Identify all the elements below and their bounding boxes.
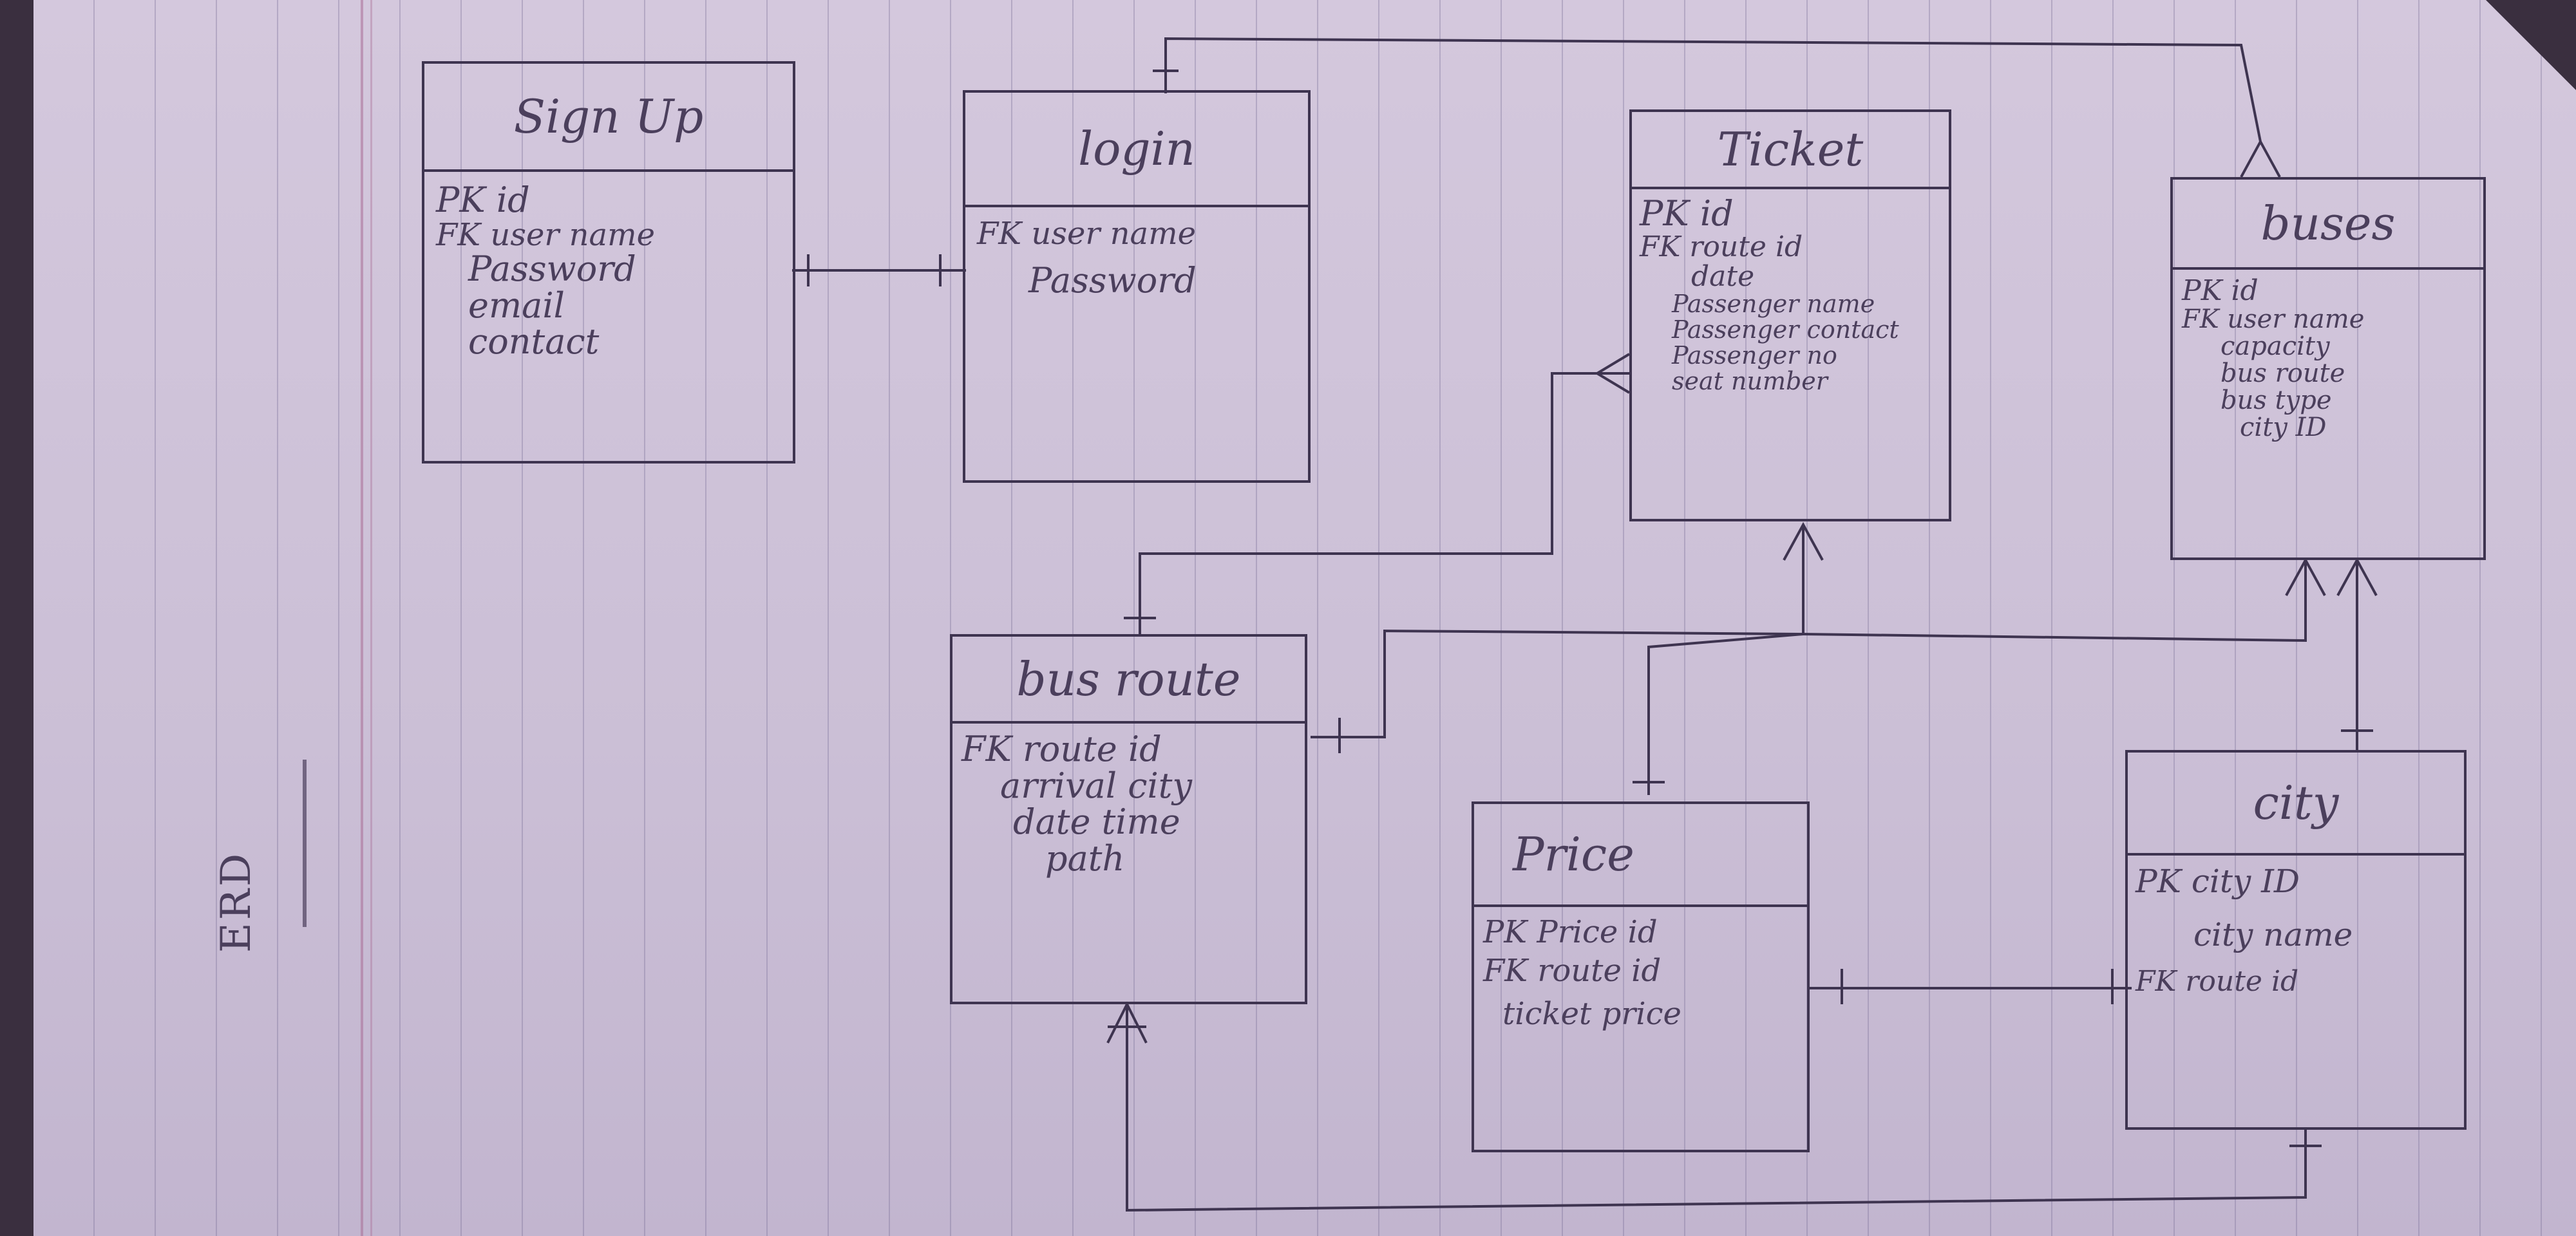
attribute: PK Price id	[1483, 914, 1658, 950]
attribute: date time	[1013, 801, 1180, 843]
rel-signup-login	[792, 254, 966, 286]
attribute: FK route id	[1640, 230, 1803, 263]
entity-title: buses	[2173, 180, 2483, 270]
entity-title: login	[965, 93, 1308, 207]
attribute: Passenger no	[1672, 341, 1837, 370]
attribute-list: FK route id arrival city date time path	[952, 724, 1305, 885]
attribute: FK user name	[2182, 304, 2365, 335]
attribute: FK route id	[1483, 953, 1662, 989]
entity-buses: buses PK id FK user name capacity bus ro…	[2170, 177, 2486, 560]
attribute: city ID	[2240, 413, 2327, 443]
entity-city: city PK city ID city name FK route id	[2125, 750, 2467, 1130]
entity-login: login FK user name Password	[963, 90, 1311, 483]
attribute: FK user name	[977, 216, 1197, 252]
entity-title: Price	[1474, 804, 1807, 907]
attribute: contact	[468, 321, 600, 362]
attribute: path	[1045, 838, 1125, 879]
entity-title: Sign Up	[424, 64, 793, 172]
attribute: date	[1691, 259, 1755, 293]
attribute: PK city ID	[2136, 863, 2300, 900]
attribute: city name	[2193, 915, 2353, 953]
erd-underline	[303, 760, 307, 927]
entity-ticket: Ticket PK id FK route id date Passenger …	[1629, 109, 1951, 521]
attribute: PK id	[2182, 274, 2259, 307]
rel-ticket-price	[1633, 521, 1824, 795]
entity-title: Ticket	[1632, 112, 1949, 189]
attribute: arrival city	[1000, 765, 1192, 806]
attribute: Passenger name	[1672, 290, 1875, 319]
rel-login-buses	[1153, 37, 2281, 178]
attribute-list: PK id FK route id date Passenger name Pa…	[1632, 189, 1949, 401]
rel-ticket-busroute	[1124, 353, 1631, 634]
rel-busroute-city	[1106, 1001, 2322, 1212]
entity-signup: Sign Up PK id FK user name Password emai…	[422, 61, 795, 464]
background-edge	[0, 0, 33, 1236]
margin-line	[361, 0, 363, 1236]
attribute-list: PK Price id FK route id ticket price	[1474, 907, 1807, 1039]
attribute: PK id	[1640, 193, 1734, 234]
attribute: ticket price	[1502, 995, 1681, 1032]
attribute: Passenger contact	[1672, 315, 1899, 344]
rel-busroute-buses	[1311, 557, 2326, 753]
rel-buses-city	[2336, 557, 2378, 750]
attribute: PK id	[436, 180, 530, 220]
attribute-list: PK city ID city name FK route id	[2128, 856, 2464, 1006]
entity-price: Price PK Price id FK route id ticket pri…	[1472, 801, 1810, 1152]
attribute: FK route id	[961, 729, 1162, 769]
attribute: FK route id	[2136, 965, 2299, 998]
entity-title: city	[2128, 753, 2464, 856]
rel-price-city	[1810, 969, 2132, 1004]
attribute-list: PK id FK user name capacity bus route bu…	[2173, 270, 2483, 447]
attribute: email	[468, 285, 565, 326]
attribute: capacity	[2221, 332, 2330, 362]
attribute-list: PK id FK user name Password email contac…	[424, 172, 793, 371]
attribute-list: FK user name Password	[965, 207, 1308, 310]
attribute: seat number	[1672, 366, 1828, 395]
attribute: FK user name	[436, 216, 656, 253]
attribute: bus route	[2221, 359, 2345, 389]
attribute: Password	[468, 248, 636, 290]
entity-title: bus route	[952, 637, 1305, 724]
margin-line-secondary	[370, 0, 372, 1236]
attribute: Password	[1028, 260, 1197, 301]
attribute: bus type	[2221, 386, 2332, 416]
entity-busroute: bus route FK route id arrival city date …	[950, 634, 1307, 1004]
